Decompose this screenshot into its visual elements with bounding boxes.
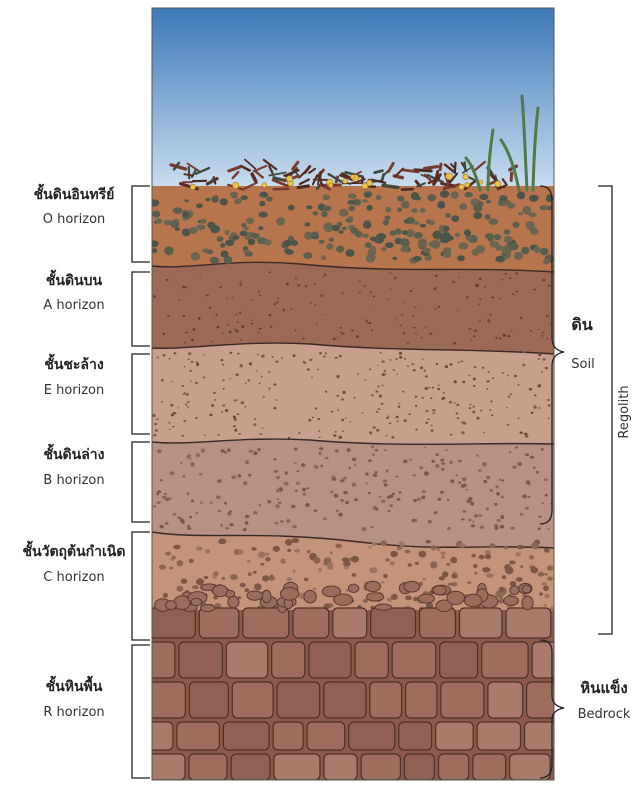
brace-o-horizon	[132, 186, 150, 262]
o-horizon-label: O horizon	[43, 212, 106, 227]
brace-r-horizon	[132, 645, 150, 778]
a-horizon-label: A horizon	[43, 298, 104, 313]
b-horizon-thai-label: ชั้นดินล่าง	[43, 443, 104, 463]
brace-c-horizon	[132, 532, 150, 640]
c-horizon-thai-label: ชั้นวัตถุต้นกำเนิด	[23, 540, 126, 560]
soil-thai-label: ดิน	[571, 315, 592, 334]
o-horizon-thai-label: ชั้นดินอินทรีย์	[34, 183, 115, 203]
regolith-bracket	[598, 186, 612, 634]
brace-e-horizon	[132, 354, 150, 434]
bedrock-label: Bedrock	[578, 707, 631, 722]
bedrock-thai-label: หินแข็ง	[580, 678, 627, 697]
b-horizon-layer	[152, 439, 554, 548]
r-horizon-thai-label: ชั้นหินพื้น	[46, 675, 103, 695]
horizon-labels: ชั้นดินอินทรีย์ O horizon ชั้นดินบน A ho…	[23, 183, 126, 720]
sky	[152, 8, 554, 188]
soil-label: Soil	[571, 357, 594, 372]
b-horizon-label: B horizon	[43, 473, 104, 488]
brace-b-horizon	[132, 442, 150, 522]
e-horizon-thai-label: ชั้นชะล้าง	[44, 353, 104, 373]
a-horizon-thai-label: ชั้นดินบน	[46, 269, 103, 289]
a-horizon-layer	[152, 262, 554, 354]
brace-a-horizon	[132, 272, 150, 346]
left-braces	[132, 186, 150, 778]
e-horizon-layer	[152, 343, 554, 444]
group-labels: ดิน Soil หินแข็ง Bedrock Regolith	[571, 315, 632, 722]
c-horizon-label: C horizon	[43, 570, 104, 585]
regolith-label: Regolith	[617, 385, 632, 438]
e-horizon-label: E horizon	[44, 383, 105, 398]
r-horizon-label: R horizon	[43, 705, 104, 720]
